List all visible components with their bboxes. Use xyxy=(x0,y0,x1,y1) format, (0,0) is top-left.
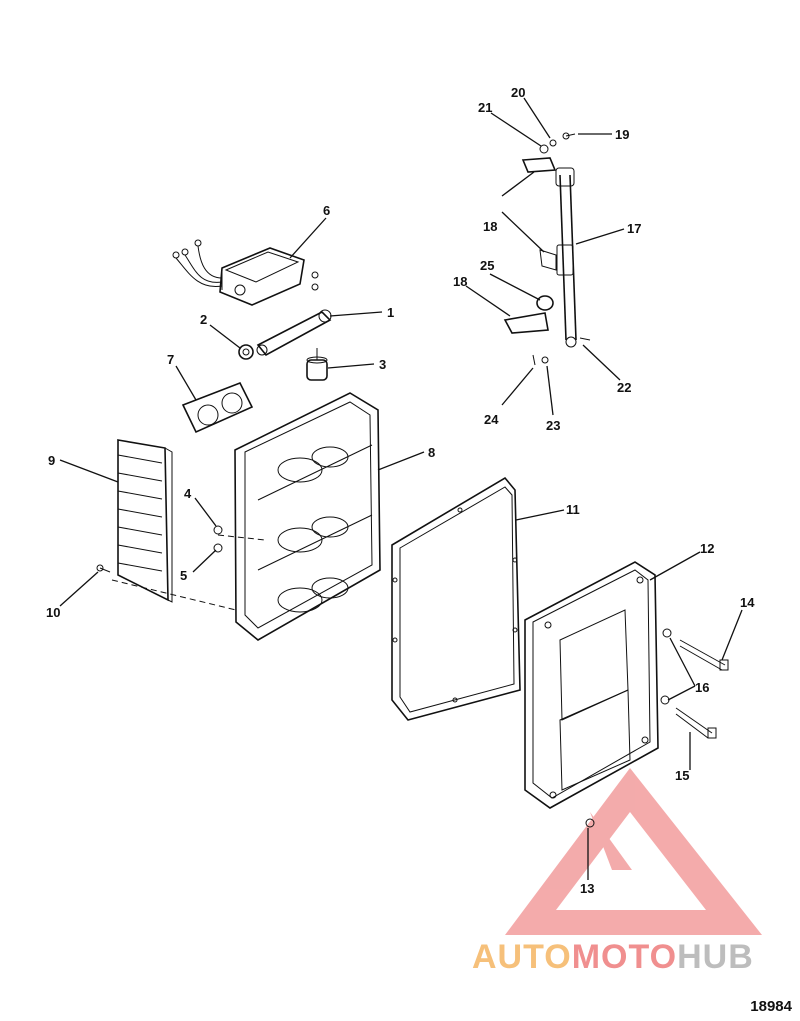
part-7-gasket xyxy=(181,381,254,434)
callout-25: 25 xyxy=(480,258,494,273)
part-9-reed-block xyxy=(117,439,173,603)
callout-16: 16 xyxy=(695,680,709,695)
part-11-gasket xyxy=(391,476,521,721)
watermark-text: AUTOMOTOHUB xyxy=(472,938,754,977)
part-5-nut xyxy=(213,543,223,553)
callout-2: 2 xyxy=(200,312,207,327)
callout-18a: 18 xyxy=(483,219,497,234)
watermark-text-moto: MOTO xyxy=(571,938,678,976)
reference-number: 18984 xyxy=(750,998,792,1015)
callout-21: 21 xyxy=(478,100,492,115)
callout-7: 7 xyxy=(167,352,174,367)
part-6-module xyxy=(172,239,305,306)
callout-12: 12 xyxy=(700,541,714,556)
callout-3: 3 xyxy=(379,357,386,372)
callout-5: 5 xyxy=(180,568,187,583)
part-22-pin xyxy=(579,337,591,341)
callout-20: 20 xyxy=(511,85,525,100)
callout-6: 6 xyxy=(323,203,330,218)
part-2-nut xyxy=(238,344,254,360)
part-8-intake-manifold xyxy=(234,392,381,641)
callout-9: 9 xyxy=(48,453,55,468)
part-4-washer xyxy=(213,525,223,535)
part-13-screw xyxy=(585,818,595,828)
callout-11: 11 xyxy=(566,502,580,517)
part-21-nut xyxy=(539,144,549,154)
part-23-washer xyxy=(541,356,549,364)
alignment-lines xyxy=(111,534,266,611)
part-25-knob xyxy=(536,295,554,311)
callout-15: 15 xyxy=(675,768,689,783)
callout-8: 8 xyxy=(428,445,435,460)
callout-24: 24 xyxy=(484,412,499,427)
callout-22: 22 xyxy=(617,380,631,395)
part-16-washers xyxy=(660,628,672,705)
part-14-bolt xyxy=(679,639,729,671)
part-18-lever-lower xyxy=(503,312,549,334)
callout-4: 4 xyxy=(184,486,192,501)
callout-18b: 18 xyxy=(453,274,467,289)
callout-14: 14 xyxy=(740,595,755,610)
callout-labels: 1 2 3 4 5 6 7 8 9 10 11 12 13 14 15 16 1… xyxy=(46,85,755,896)
part-20-washer xyxy=(549,139,557,147)
part-3-mount xyxy=(306,348,328,381)
part-1-bracket xyxy=(256,271,332,357)
watermark-logo xyxy=(505,768,762,935)
part-15-bolt xyxy=(675,707,717,739)
watermark-text-hub: HUB xyxy=(677,938,754,976)
part-18-lever-upper xyxy=(521,157,557,271)
callout-17: 17 xyxy=(627,221,641,236)
part-24-clip xyxy=(532,354,536,366)
callout-1: 1 xyxy=(387,305,394,320)
callout-13: 13 xyxy=(580,881,594,896)
part-12-cover-plate xyxy=(524,561,659,809)
watermark-text-auto: AUTO xyxy=(472,938,572,976)
callout-23: 23 xyxy=(546,418,560,433)
leader-lines xyxy=(59,97,743,880)
part-19-screw xyxy=(562,132,576,140)
part-10-screw xyxy=(96,564,111,573)
callout-19: 19 xyxy=(615,127,629,142)
part-17-link-rod xyxy=(555,167,577,348)
callout-10: 10 xyxy=(46,605,60,620)
